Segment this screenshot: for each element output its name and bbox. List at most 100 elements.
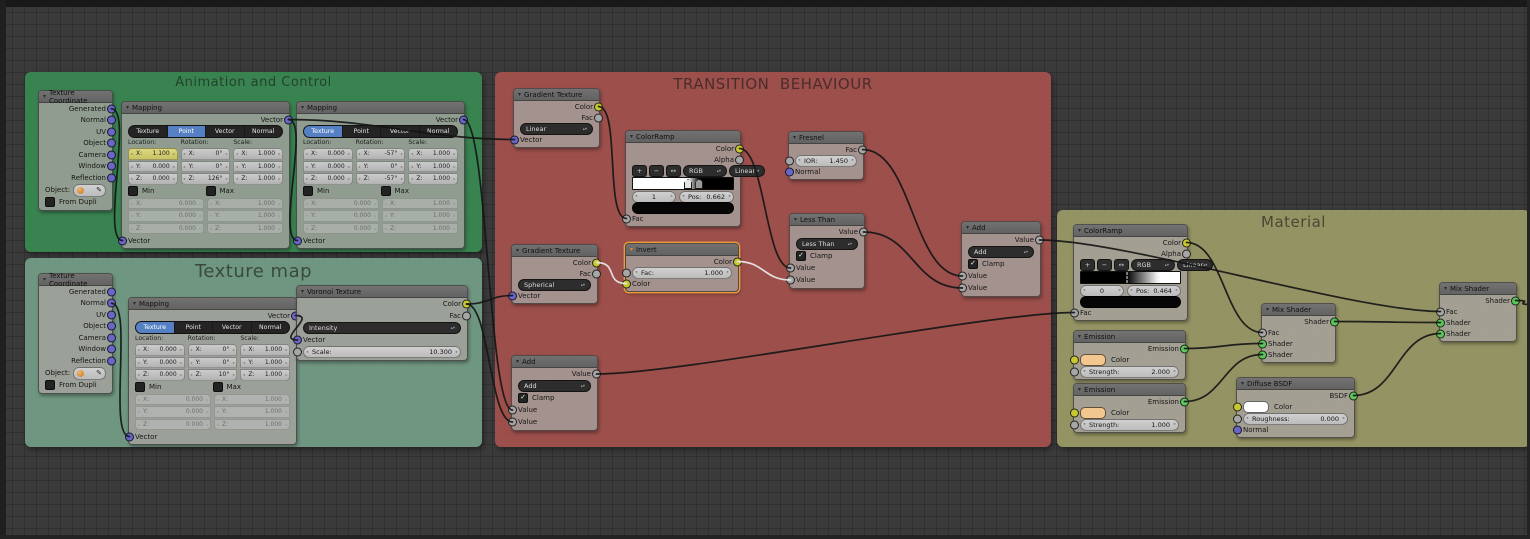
socket-color[interactable] (1070, 408, 1079, 418)
stop-color-swatch[interactable] (632, 201, 734, 214)
socket-vector[interactable] (107, 298, 116, 308)
socket-color[interactable] (622, 279, 631, 288)
node-header[interactable]: ▾Emission (1074, 331, 1185, 343)
number-field[interactable]: Z:1.000 (408, 173, 459, 185)
collapse-triangle-icon[interactable]: ▾ (1078, 332, 1082, 340)
socket-value[interactable] (735, 155, 744, 164)
socket-value[interactable] (1035, 235, 1044, 245)
socket-vector[interactable] (107, 104, 116, 114)
number-field[interactable]: Z:0.000 (135, 369, 185, 381)
socket-vector[interactable] (107, 344, 116, 354)
node-fres[interactable]: ▾FresnelFacIOR:1.450Normal (785, 131, 867, 180)
collapse-triangle-icon[interactable]: ▾ (1078, 385, 1082, 393)
collapse-triangle-icon[interactable]: ▾ (126, 103, 130, 111)
socket-value[interactable] (1233, 414, 1242, 423)
node-header[interactable]: ▾ColorRamp (626, 131, 740, 143)
socket-vector[interactable] (107, 287, 116, 297)
color-mode-dropdown[interactable]: RGB▴▾ (1131, 258, 1175, 271)
checkbox[interactable] (45, 380, 55, 391)
flip-ramp-button[interactable]: ↔ (1114, 258, 1129, 271)
socket-shader[interactable] (1180, 344, 1189, 353)
node-header[interactable]: ▾Mix Shader (1440, 283, 1516, 295)
checkbox[interactable] (135, 382, 145, 392)
number-field[interactable]: Z:0.000 (303, 173, 353, 185)
socket-vector[interactable] (293, 335, 302, 345)
number-field[interactable]: Z:-57° (355, 173, 406, 185)
socket-vector[interactable] (107, 115, 116, 125)
socket-color[interactable] (733, 257, 742, 266)
checkbox[interactable]: ✓ (518, 393, 528, 403)
socket-vector[interactable] (510, 135, 519, 144)
socket-value[interactable] (508, 405, 517, 415)
collapse-triangle-icon[interactable]: ▾ (966, 223, 970, 231)
checkbox[interactable] (205, 186, 216, 196)
node-emi1[interactable]: ▾EmissionEmissionColorStrength:2.000 (1070, 330, 1189, 380)
socket-color[interactable] (1070, 355, 1079, 365)
socket-value[interactable] (858, 145, 867, 154)
socket-shader[interactable] (1349, 391, 1358, 400)
number-field[interactable]: X:0° (187, 344, 238, 356)
number-field[interactable]: Y:0° (180, 160, 231, 172)
collapse-triangle-icon[interactable]: ▾ (301, 103, 305, 111)
socket-vector[interactable] (118, 236, 127, 245)
checkbox[interactable] (45, 197, 55, 208)
color-ramp-gradient[interactable] (632, 177, 734, 190)
number-field[interactable]: Y:0.000 (303, 160, 353, 172)
collapse-triangle-icon[interactable]: ▾ (133, 299, 137, 307)
ramp-stop-handle[interactable] (695, 179, 704, 189)
ramp-stop-handle[interactable] (1158, 272, 1160, 283)
socket-vector[interactable] (107, 150, 116, 160)
socket-value[interactable] (592, 369, 601, 379)
socket-value[interactable] (786, 263, 795, 273)
socket-color[interactable] (735, 144, 744, 153)
number-field[interactable]: X:-57° (355, 148, 406, 160)
node-emi2[interactable]: ▾EmissionEmissionColorStrength:1.000 (1070, 383, 1189, 433)
socket-value[interactable] (958, 283, 967, 293)
dropdown-linear[interactable]: Linear▴▾ (520, 122, 593, 135)
collapse-triangle-icon[interactable]: ▾ (1078, 226, 1082, 234)
collapse-triangle-icon[interactable]: ▾ (793, 133, 797, 141)
tab-normal[interactable]: Normal (427, 128, 450, 135)
add-stop-button[interactable]: + (632, 164, 647, 177)
flip-ramp-button[interactable]: ↔ (666, 164, 681, 177)
interpolation-dropdown[interactable]: Linear▴▾ (729, 164, 766, 177)
number-field[interactable]: Z:0.000 (128, 173, 178, 185)
number-field[interactable]: X:1.000 (408, 148, 459, 160)
number-field[interactable]: X:0° (180, 148, 231, 160)
socket-vector[interactable] (107, 173, 116, 183)
number-field[interactable]: Y:0° (355, 160, 406, 172)
stop-position-slider[interactable]: Pos:0.662 (679, 190, 734, 203)
socket-shader[interactable] (1436, 318, 1445, 327)
node-header[interactable]: ▾Mapping (297, 102, 464, 114)
number-field[interactable]: Y:1.000 (240, 356, 291, 368)
collapse-triangle-icon[interactable]: ▾ (43, 275, 47, 283)
color-swatch[interactable] (1243, 401, 1269, 413)
checkbox[interactable]: ✓ (968, 259, 978, 269)
socket-vector[interactable] (293, 236, 302, 245)
eyedropper-icon[interactable]: ✎ (96, 369, 102, 377)
stop-index-field[interactable]: 0 (1080, 284, 1124, 297)
eyedropper-icon[interactable]: ✎ (96, 186, 102, 194)
socket-value[interactable] (1182, 249, 1191, 258)
tab-point[interactable]: Point (167, 126, 206, 137)
number-field[interactable]: Z:126° (180, 173, 231, 185)
socket-shader[interactable] (1330, 317, 1339, 326)
node-header[interactable]: ▾Add (962, 222, 1040, 234)
collapse-triangle-icon[interactable]: ▾ (1241, 379, 1245, 387)
number-field[interactable]: Z:1.000 (233, 173, 284, 185)
socket-value[interactable] (1258, 328, 1267, 337)
tab-vector[interactable]: Vector (206, 126, 245, 137)
socket-vector[interactable] (284, 115, 293, 124)
checkbox[interactable]: ✓ (796, 251, 806, 261)
socket-vector[interactable] (107, 127, 116, 137)
socket-value[interactable] (859, 227, 868, 237)
tab-normal[interactable]: Normal (252, 128, 275, 135)
value-slider[interactable]: IOR:1.450 (795, 154, 857, 167)
